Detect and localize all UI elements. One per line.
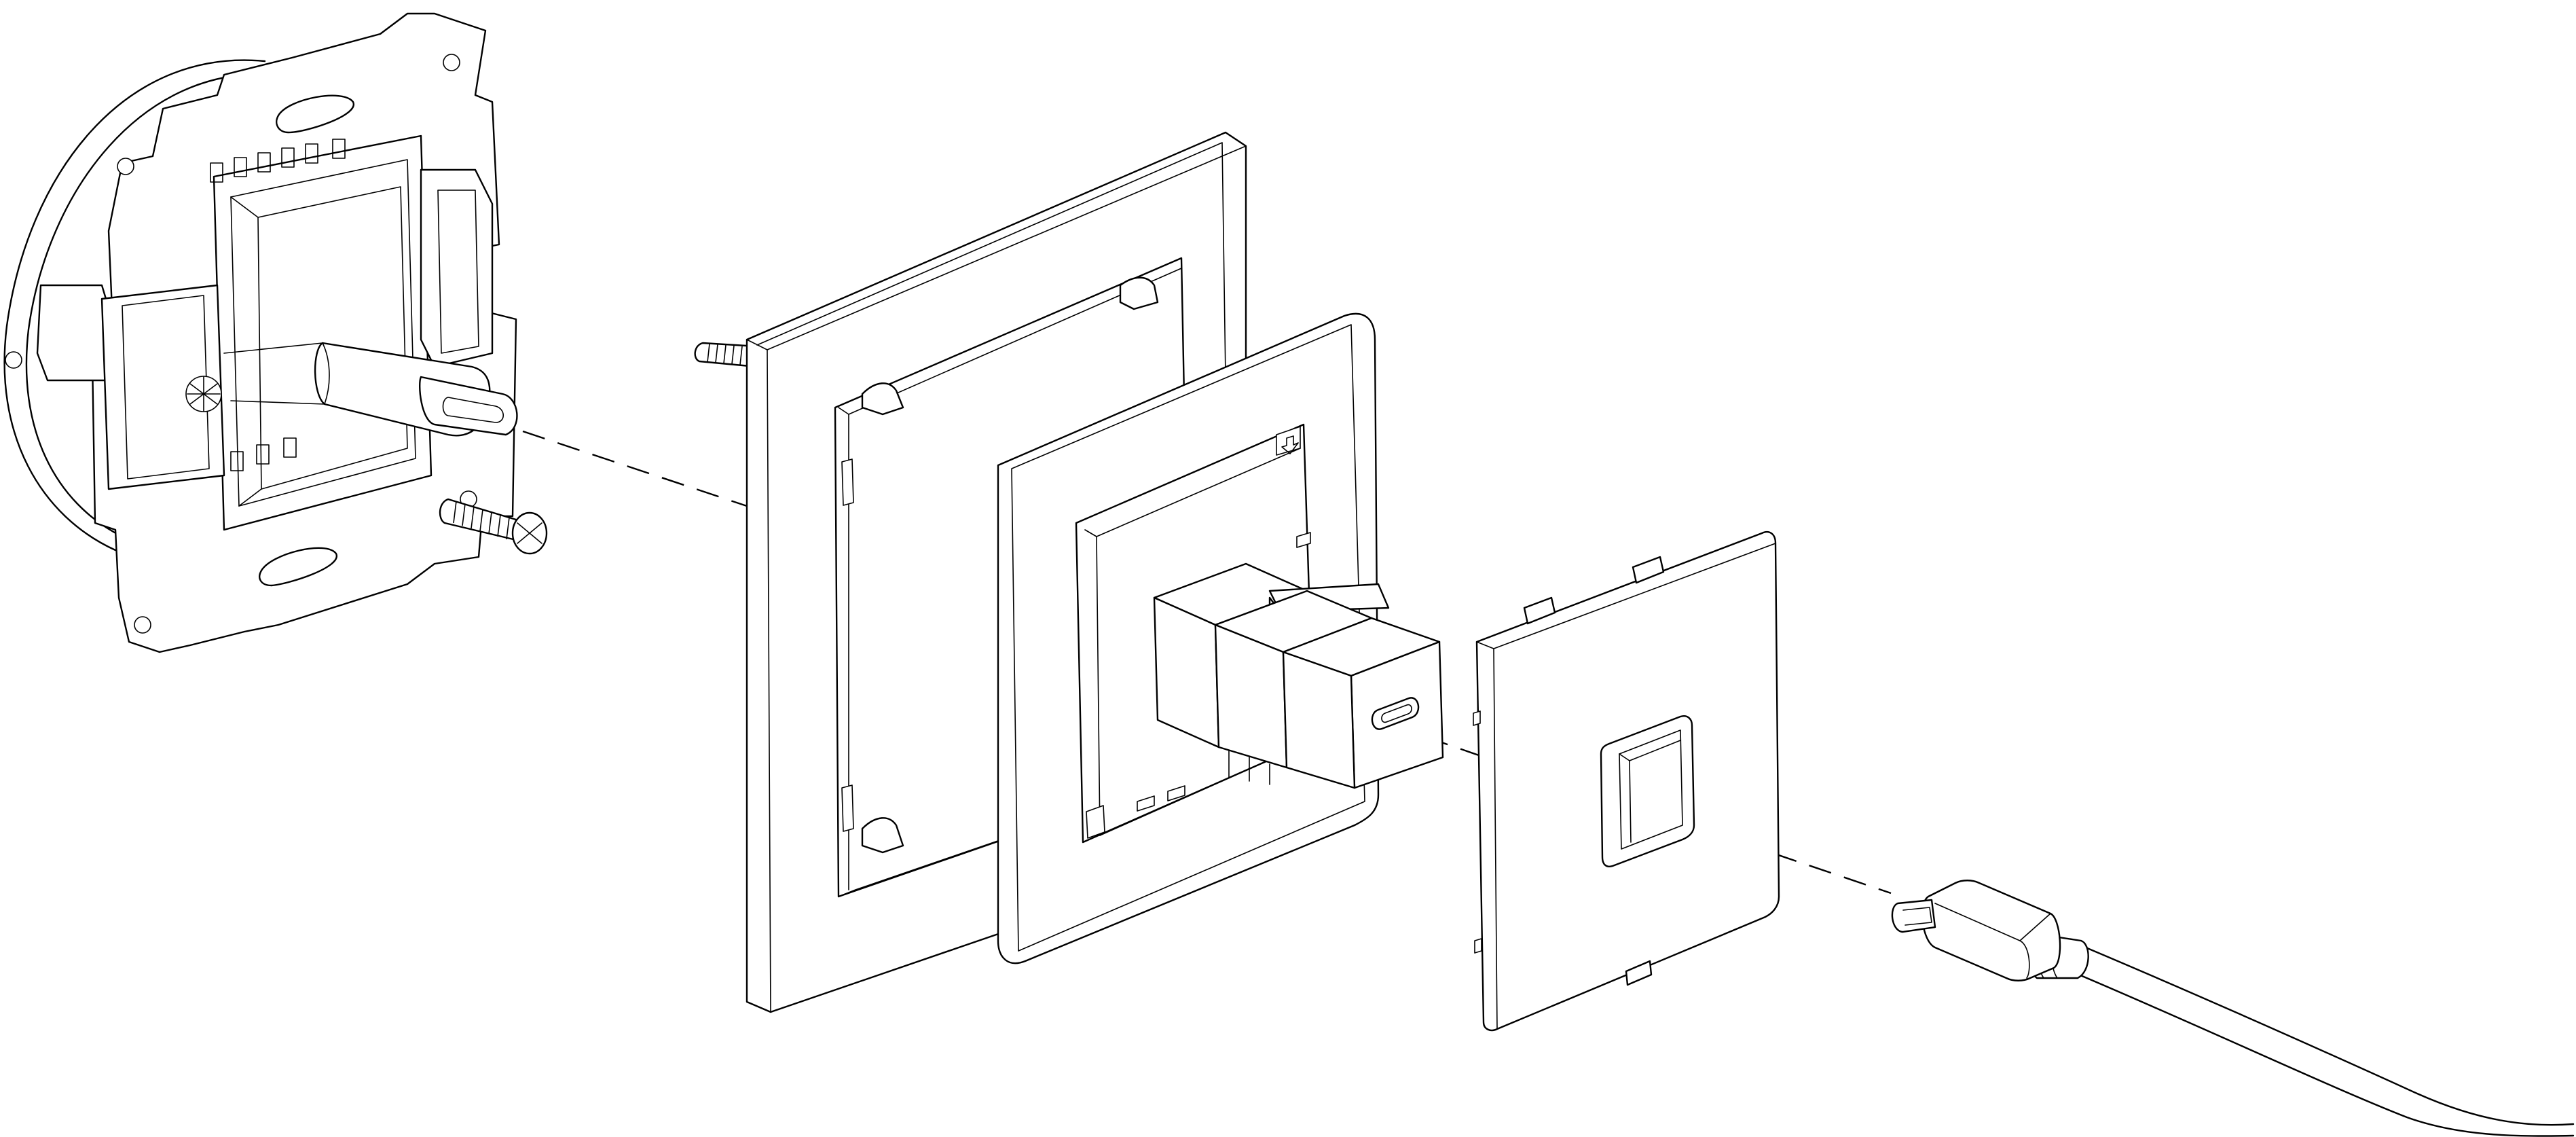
terminal-screw-left <box>185 376 222 412</box>
cover-plate <box>1473 530 1780 1032</box>
usb-c-coupler-module <box>1153 562 1444 789</box>
mounting-frame <box>3 12 517 653</box>
fixing-screw-bottom <box>439 498 548 555</box>
usb-c-connector-inside-frame <box>223 342 518 437</box>
usb-c-cable <box>1891 880 2575 1137</box>
